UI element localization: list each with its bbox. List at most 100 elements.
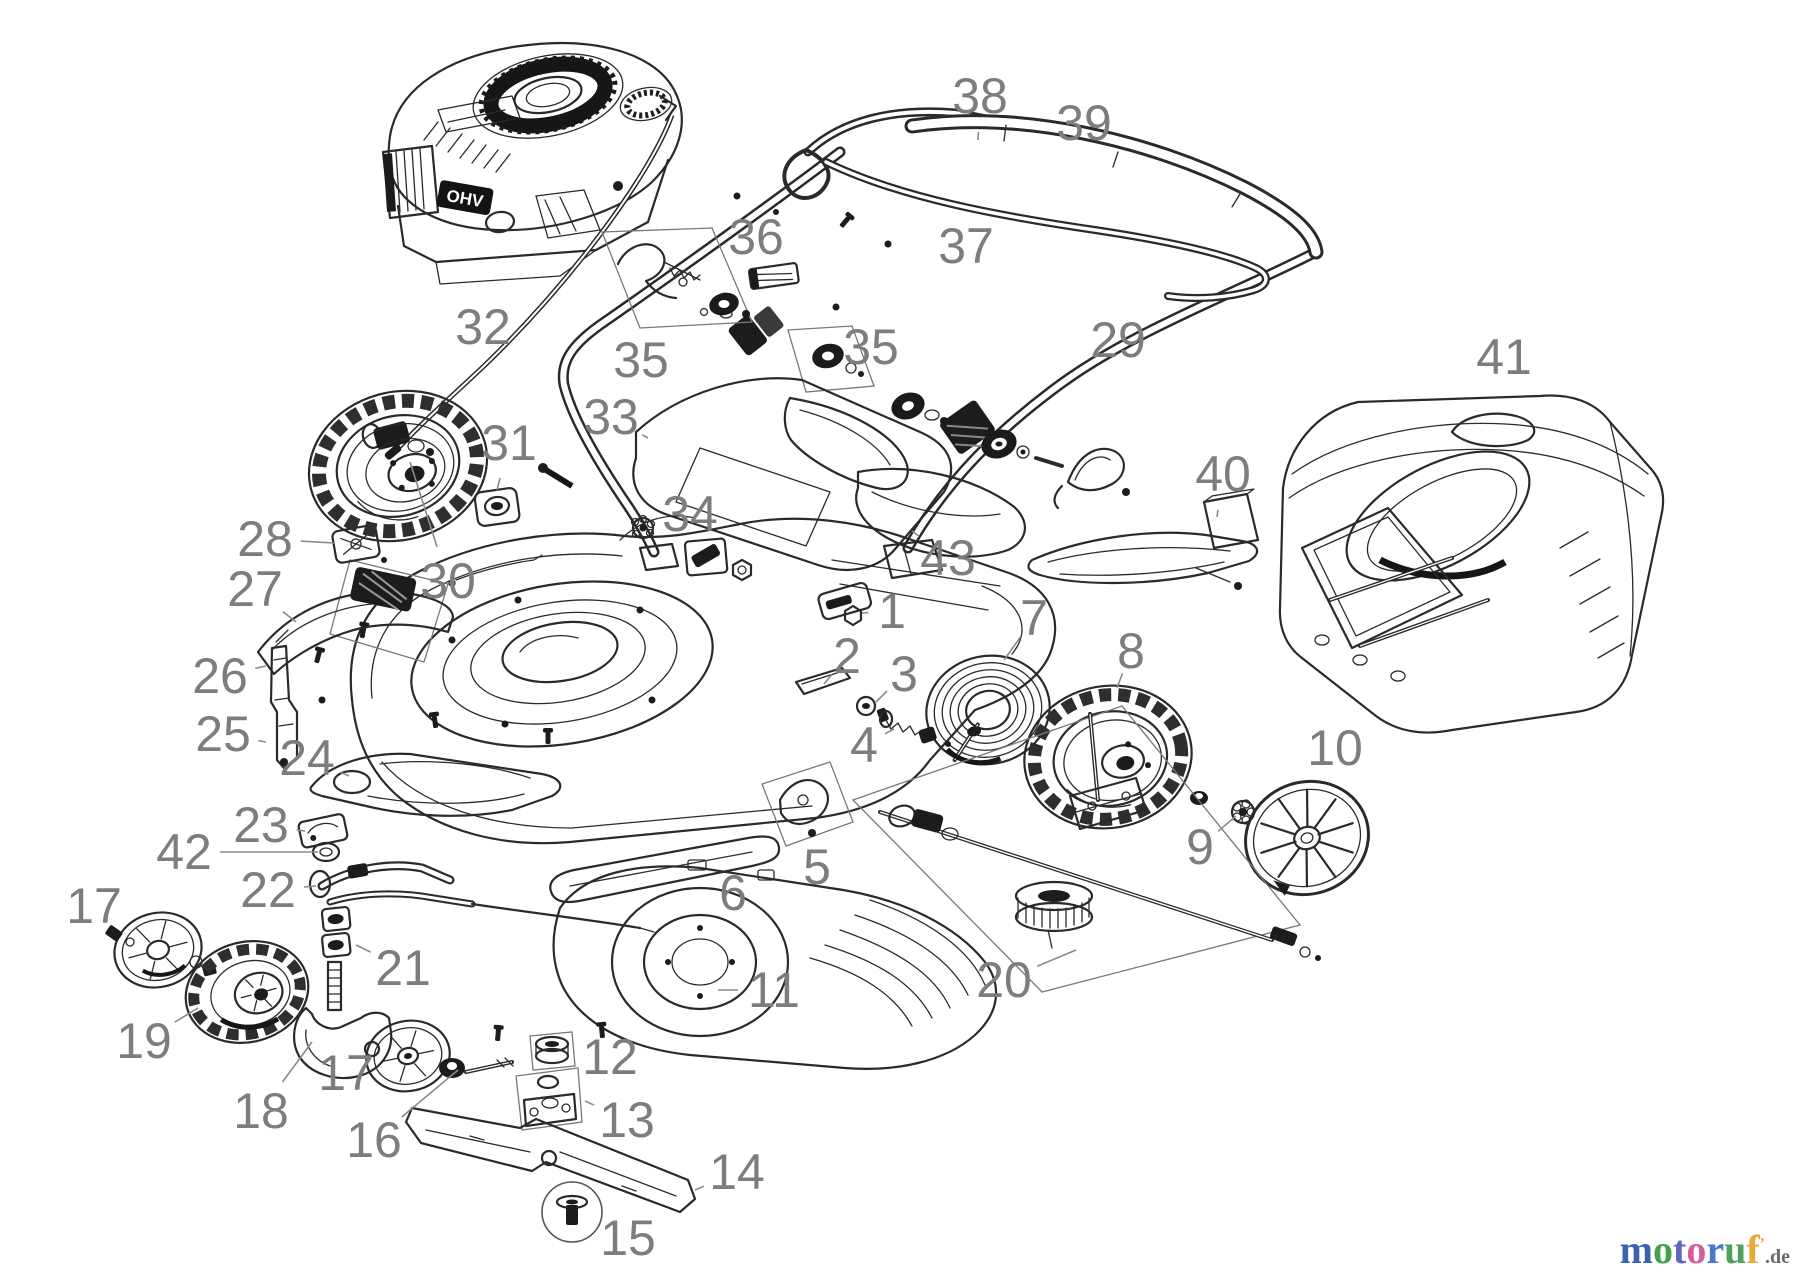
leader-line-9 <box>1217 815 1237 832</box>
part-number-label-26: 26 <box>192 648 248 704</box>
handlebar-drawing <box>557 107 1324 580</box>
leader-line-23 <box>296 829 306 832</box>
part-number-label-10: 10 <box>1307 720 1363 776</box>
leader-line-14 <box>694 1185 705 1191</box>
left-small-parts-drawing <box>256 421 753 770</box>
leader-line-28 <box>300 540 335 544</box>
wheel-7-tire-drawing <box>925 654 1051 766</box>
leader-line-4 <box>884 728 895 735</box>
part-number-label-35: 35 <box>843 319 899 375</box>
logo-mark: ’ <box>1759 1235 1765 1253</box>
leader-line-22 <box>303 885 317 888</box>
part-number-label-24: 24 <box>279 730 335 786</box>
part-number-label-4: 4 <box>850 717 878 773</box>
mower-deck-drawing <box>349 515 1057 845</box>
part-number-label-30: 30 <box>420 553 476 609</box>
logo-letter: t <box>1673 1227 1687 1272</box>
leader-line-16 <box>401 1069 459 1118</box>
part-number-label-40: 40 <box>1195 446 1251 502</box>
engine-ohv-badge: OHV <box>436 180 494 216</box>
leader-line-33 <box>641 434 649 439</box>
leader-line-3 <box>875 690 888 703</box>
part-number-label-7: 7 <box>1020 590 1048 646</box>
logo-letter: u <box>1724 1227 1747 1272</box>
part-number-label-29: 29 <box>1090 312 1146 368</box>
leader-line-43 <box>911 530 920 538</box>
part-number-label-31: 31 <box>481 415 537 471</box>
part-number-label-36: 36 <box>728 209 784 265</box>
logo-word: motoruf <box>1620 1227 1760 1272</box>
leader-line-27 <box>282 610 297 623</box>
part-number-label-15: 15 <box>600 1210 656 1266</box>
logo-letter: r <box>1706 1227 1725 1272</box>
leader-line-18 <box>281 1041 313 1083</box>
part-number-label-41: 41 <box>1476 329 1532 385</box>
logo-letter: o <box>1686 1227 1707 1272</box>
part-number-label-20: 20 <box>976 952 1032 1008</box>
part-number-label-6: 6 <box>719 865 747 921</box>
leader-line-8 <box>1116 673 1124 689</box>
leader-line-2 <box>823 673 833 685</box>
motoruf-logo[interactable]: motoruf’.de <box>1620 1230 1790 1270</box>
part-number-label-21: 21 <box>375 940 431 996</box>
part-number-label-11: 11 <box>748 962 800 1018</box>
part-number-label-37: 37 <box>938 218 994 274</box>
rear-housing-drawing <box>632 377 1260 590</box>
leader-line-25 <box>258 739 267 743</box>
leader-line-20 <box>1036 949 1077 967</box>
part-number-label-1: 1 <box>878 583 906 639</box>
logo-suffix: .de <box>1765 1246 1790 1268</box>
part-number-label-34: 34 <box>662 486 718 542</box>
part-number-label-9: 9 <box>1186 819 1214 875</box>
logo-letter: o <box>1653 1227 1673 1272</box>
part-number-label-8: 8 <box>1117 623 1145 679</box>
rear-wheel-left-drawing <box>307 389 489 543</box>
part-number-label-22: 22 <box>240 862 296 918</box>
grass-catcher-drawing <box>1278 394 1665 734</box>
part-number-label-14: 14 <box>709 1144 765 1200</box>
part-number-label-17: 17 <box>318 1045 374 1101</box>
leader-line-19 <box>174 1007 199 1023</box>
leader-line-7 <box>1003 637 1021 661</box>
part-number-label-5: 5 <box>803 839 831 895</box>
logo-letter: f <box>1746 1227 1760 1272</box>
part-number-label-12: 12 <box>582 1029 638 1085</box>
leader-line-21 <box>355 944 372 953</box>
part-number-label-18: 18 <box>233 1083 289 1139</box>
part-number-label-13: 13 <box>599 1092 655 1148</box>
belt-and-small-parts-drawing <box>549 581 951 904</box>
logo-letter: m <box>1619 1227 1653 1272</box>
drive-shaft-assembly-drawing <box>851 705 1321 993</box>
throttle-cable-drawing <box>384 94 678 460</box>
part-number-label-3: 3 <box>890 646 918 702</box>
engine-drawing: OHV <box>381 41 683 285</box>
leader-line-26 <box>255 665 267 670</box>
leader-line-13 <box>584 1100 595 1106</box>
part-number-label-28: 28 <box>237 511 293 567</box>
part-number-label-35: 35 <box>613 332 669 388</box>
part-number-label-19: 19 <box>116 1013 172 1069</box>
part-number-label-16: 16 <box>346 1112 402 1168</box>
part-36-plate <box>747 262 800 290</box>
part-number-label-2: 2 <box>833 628 861 684</box>
leader-line-24 <box>339 771 350 777</box>
wheel-8-drawing <box>1023 684 1193 830</box>
part-number-label-27: 27 <box>227 561 283 617</box>
part-number-label-43: 43 <box>920 530 976 586</box>
part-number-label-39: 39 <box>1056 95 1112 151</box>
part-number-label-38: 38 <box>952 68 1008 124</box>
leader-line-30 <box>409 461 438 547</box>
part-number-label-23: 23 <box>233 797 289 853</box>
leader-lines-layer <box>174 131 1237 1191</box>
blade-and-guard-drawing <box>404 859 998 1243</box>
leader-line-31 <box>496 477 501 491</box>
part-number-label-33: 33 <box>583 389 639 445</box>
front-axle-casters-drawing <box>105 752 655 1093</box>
leader-line-40 <box>1216 509 1219 518</box>
wheel-10-hubcap-drawing <box>1244 779 1370 897</box>
part-number-label-42: 42 <box>156 824 212 880</box>
part-number-label-17: 17 <box>66 878 122 934</box>
